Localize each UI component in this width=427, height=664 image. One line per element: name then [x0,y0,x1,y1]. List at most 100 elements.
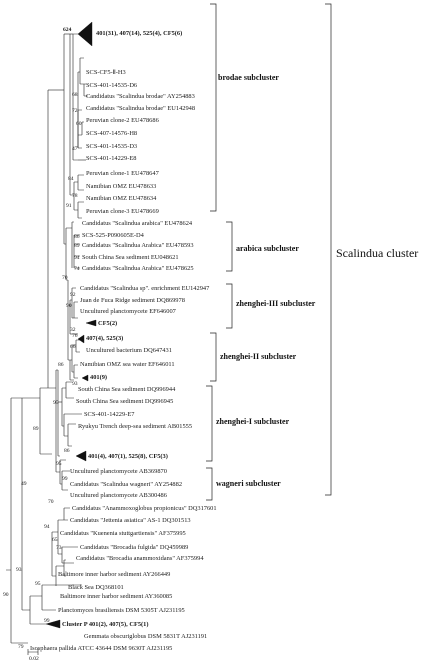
taxon-label: Uncultured planctomycete AB300486 [70,492,167,499]
bracket-arabica [226,221,233,272]
bootstrap-value: 78 [72,193,78,199]
bootstrap-value: 92 [70,292,76,298]
taxon-label: Gemmata obscuriglobus DSM 5831T AJ231191 [84,633,207,640]
bracket-wagneri [206,467,213,501]
taxon-label: Candidatus "Scalindua wagneri" AY254882 [70,481,182,488]
taxon-label: Namibian OMZ sea water EF646011 [80,361,175,368]
bracket-brodae [210,3,217,212]
taxon-label: Namibian OMZ EU478633 [86,183,156,190]
bootstrap-value: 79 [18,644,24,650]
taxon-label: SCS-525-P090605E-D4 [82,232,145,239]
bootstrap-value: 84 [68,176,74,182]
bootstrap-value: 95 [53,400,59,406]
bootstrap-value: 90 [3,592,9,598]
subcluster-label-wagneri: wagneri subcluster [216,479,281,488]
taxon-label: SCS-401-14229-E8 [86,155,136,162]
wedge-zhenghei1-clade [75,450,87,462]
taxon-label: Peruvian clone-3 EU478669 [86,208,159,215]
wedge-cluster-p [45,619,61,629]
scale-bar: 0.02 [27,649,39,662]
bootstrap-value: 86 [58,362,64,368]
bootstrap-value: 86 [74,234,80,240]
subcluster-label-zhenghei2: zhenghei-II subcluster [220,352,297,361]
subcluster-label-zhenghei3: zhenghei-III subcluster [236,299,316,308]
taxon-label: Candidatus "Scalindua Arabica" EU478625 [82,265,194,272]
bootstrap-value: 94 [44,524,50,530]
bootstrap-value: 74 [74,266,80,272]
bootstrap-value: 65 [52,537,58,543]
wedge-cf5-2 [85,319,97,327]
taxon-label: Candidatus "Scalindua Arabica" EU478593 [82,242,194,249]
taxon-label: Peruvian clone-2 EU478686 [86,117,159,124]
bootstrap-value: 93 [72,381,78,387]
subcluster-label-brodae: brodae subcluster [218,73,279,82]
scale-bar-label: 0.02 [29,656,39,662]
bootstrap-value: 68 [72,92,78,98]
taxon-label: 401(9) [90,374,107,381]
taxon-label: Baltimore inner harbor sediment AY266449 [58,571,170,578]
taxon-label: Planctomyces brasiliensis DSM 5305T AJ23… [58,607,185,614]
taxon-label: Peruvian clone-1 EU478647 [86,170,160,177]
bootstrap-value: 93 [16,567,22,573]
taxon-label: Candidatus "Scalindua arabica" EU478624 [82,220,193,227]
bootstrap-value: 90 [66,303,72,309]
taxon-label: Candidatus "Brocadia anammoxidans" AF375… [76,555,204,562]
taxon-label: Namibian OMZ EU478634 [86,195,157,202]
wedge-401-9 [81,374,89,382]
taxon-label: Candidatus "Kuenenia stuttgartiensis" AF… [60,530,186,537]
bootstrap-value: 70 [62,275,68,281]
tree-branches [6,33,88,644]
bootstrap-value: 624 [63,27,72,33]
taxon-label: South China Sea sediment DQ996944 [78,386,176,393]
bracket-zhenghei2 [210,332,217,382]
taxon-label: Candidatus "Scalindua brodae" AY254883 [86,93,195,100]
bootstrap-values: 624 68 72 60 47 84 78 91 86 89 94 74 70 … [3,27,82,650]
taxon-label: Cluster P 401(2), 407(5), CF5(1) [62,621,149,628]
bootstrap-value: 76 [72,333,78,339]
bootstrap-value: 70 [48,499,54,505]
taxon-label: SCS-407-14576-H8 [86,130,137,137]
bootstrap-value: 49 [21,481,27,487]
taxon-label: Uncultured bacterium DQ647431 [86,347,172,354]
taxon-label: Black Sea DQ368101 [68,584,124,591]
taxon-label: Baltimore inner harbor sediment AY360085 [60,593,172,600]
bootstrap-value: 86 [64,448,70,454]
wedge-main-clade [77,21,93,47]
taxon-label: SCS-401-14535-D3 [86,143,137,150]
bootstrap-value: 32 [70,327,76,333]
taxon-label: Candidatus "Anammoxoglobus propionicus" … [72,505,217,512]
bootstrap-value: 89 [33,426,39,432]
taxon-label: Isosphaera pallida ATCC 43644 DSM 9630T … [30,645,172,652]
bootstrap-value: 89 [74,243,80,249]
subcluster-label-arabica: arabica subcluster [236,244,299,253]
taxon-label: SCS-401-14229-E7 [84,411,135,418]
subcluster-brackets: brodae subcluster arabica subcluster zhe… [206,3,418,501]
bootstrap-value: 99 [44,618,50,624]
bracket-zhenghei1 [206,385,213,462]
bracket-scalindua [325,3,332,496]
taxon-label: Ryukyu Trench deep-sea sediment AB01555 [78,423,192,430]
bootstrap-value: 60 [76,121,82,127]
taxon-label: Candidatus "Scalindua sp". enrichment EU… [80,285,210,292]
taxon-label: South China Sea sediment EU048621 [82,254,179,261]
bootstrap-value: 91 [66,203,72,209]
taxon-label: CF5(2) [98,320,117,327]
wedge-407-525 [77,334,85,344]
taxon-label: Candidatus "Brocadia fulgida" DQ459989 [80,544,188,551]
taxon-label: 407(4), 525(3) [86,335,123,342]
taxon-labels: 401(31), 407(14), 525(4), CF5(6) SCS-CF5… [30,30,217,652]
bootstrap-value: 73 [56,545,62,551]
cluster-label-scalindua: Scalindua cluster [336,246,418,260]
bootstrap-value: 66 [70,344,76,350]
bootstrap-value: 94 [74,255,80,261]
taxon-label: Candidatus "Scalindua brodae" EU142948 [86,105,195,112]
taxon-label: Candidatus "Jettenia asiatica" AS-1 DQ30… [70,517,191,524]
bootstrap-value: 72 [72,108,78,114]
bootstrap-value: 99 [62,476,68,482]
taxon-label: Juan de Fuca Ridge sediment DQ869978 [80,297,185,304]
bootstrap-value: 95 [56,461,62,467]
collapsed-clade-wedges [45,21,97,629]
taxon-label: 401(4), 407(1), 525(8), CF5(3) [88,453,168,460]
